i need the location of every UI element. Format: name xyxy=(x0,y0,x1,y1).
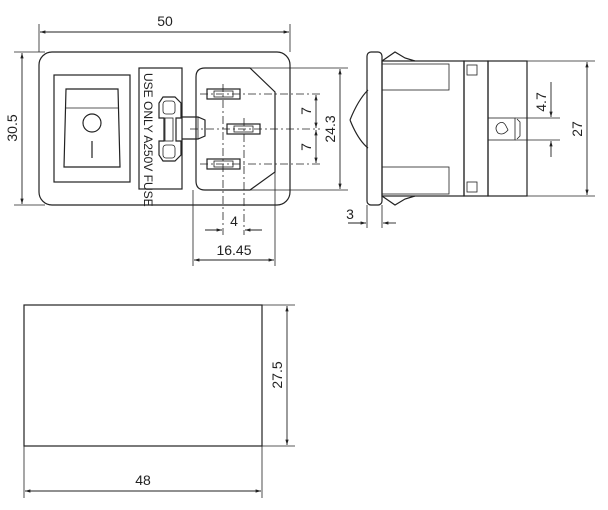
dim-cutout-height-27-5: 27.5 xyxy=(269,361,285,388)
housing-outline xyxy=(38,51,291,206)
front-view: USE ONLY A250V FUSE 50 30.5 xyxy=(4,13,348,266)
panel-cutout: 27.5 48 xyxy=(23,304,295,498)
dim-cutout-width-48: 48 xyxy=(135,472,151,488)
dim-pitch-7-top: 7 xyxy=(298,107,314,115)
fuse-holder: USE ONLY A250V FUSE xyxy=(138,67,206,207)
side-view: 4.7 27 3 xyxy=(346,51,595,228)
latch-icon xyxy=(495,122,509,135)
dim-socket-24-3: 24.3 xyxy=(322,115,338,142)
dim-slot-4-7: 4.7 xyxy=(533,92,549,112)
flange xyxy=(366,51,383,206)
cutout-rect xyxy=(23,304,263,447)
iec-socket xyxy=(190,67,320,235)
dim-pitch-7-bottom: 7 xyxy=(298,143,314,151)
dim-offset-4: 4 xyxy=(230,213,238,229)
rocker-profile xyxy=(349,89,369,149)
dim-height-30-5: 30.5 xyxy=(4,114,20,141)
rocker-switch xyxy=(53,74,131,183)
dim-socket-width-16-45: 16.45 xyxy=(216,242,251,258)
dim-width-50: 50 xyxy=(157,13,173,29)
dim-flange-3: 3 xyxy=(346,206,354,222)
off-symbol-icon xyxy=(82,113,102,133)
dim-height-27: 27 xyxy=(569,121,585,137)
fuse-label: USE ONLY A250V FUSE xyxy=(141,73,155,207)
